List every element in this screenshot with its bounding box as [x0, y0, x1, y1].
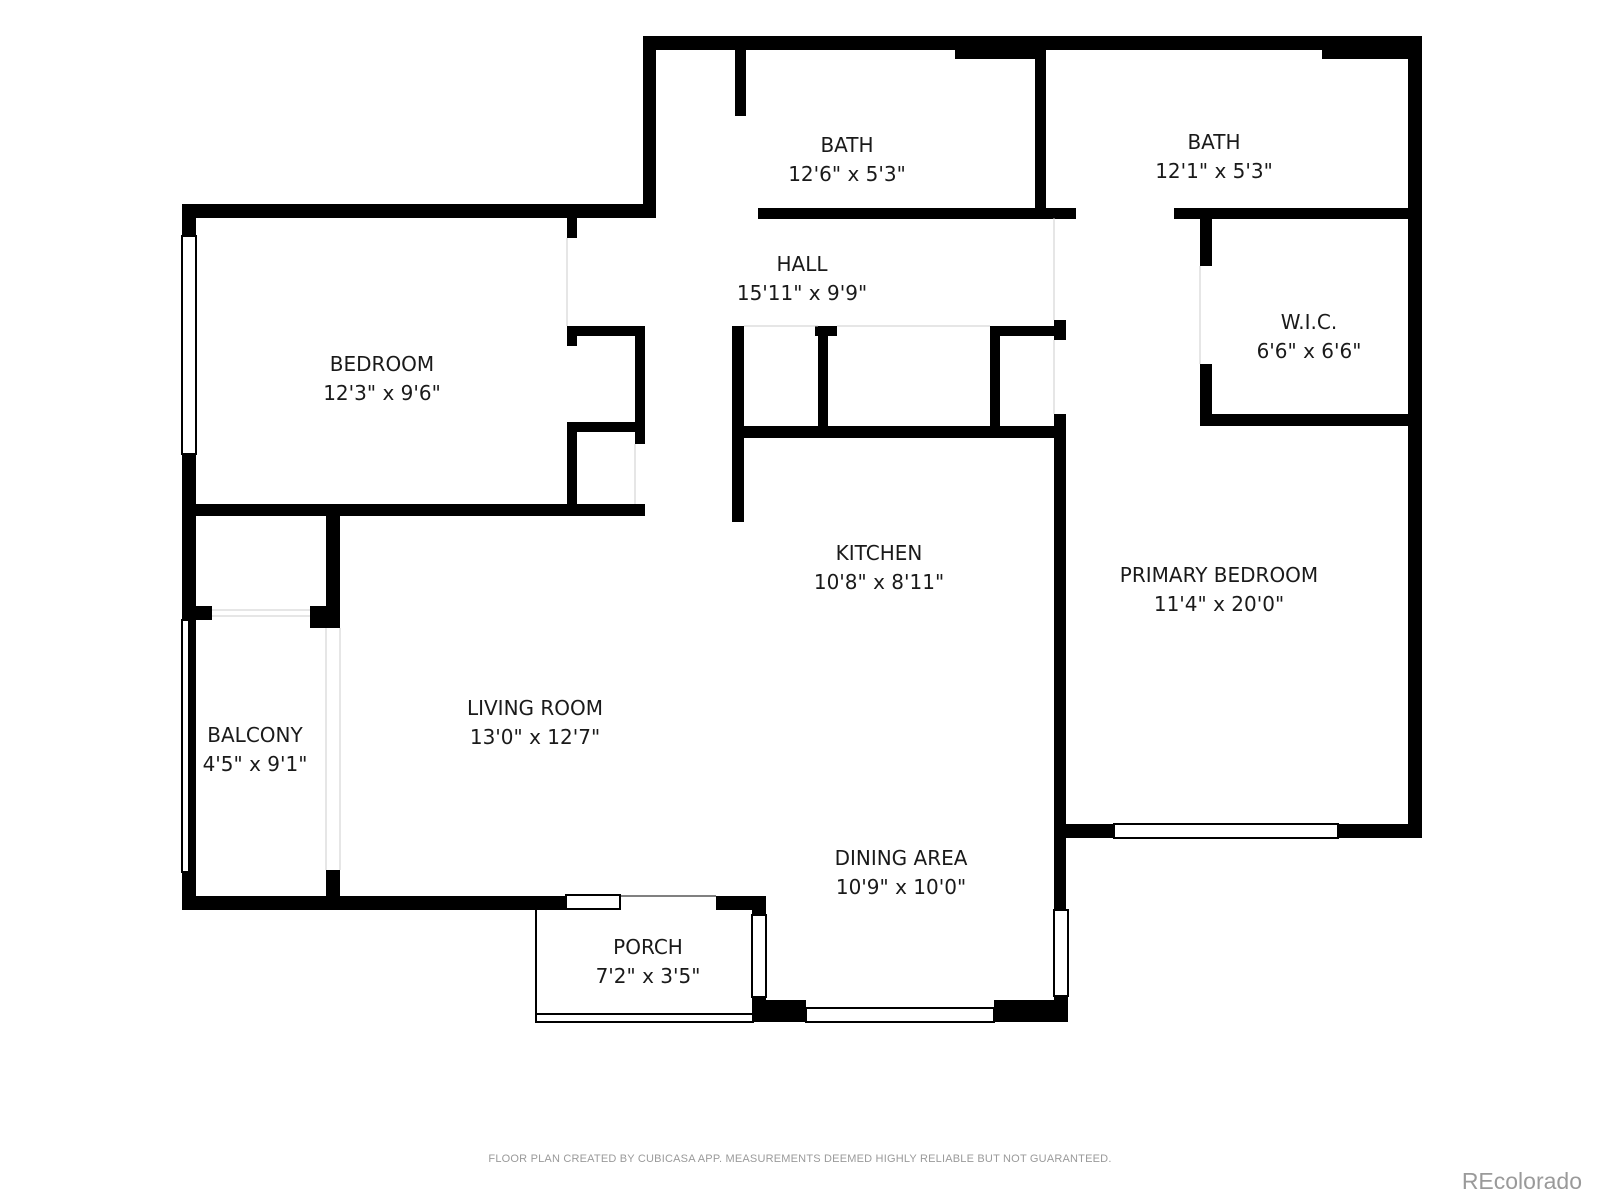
- wall: [1337, 824, 1422, 838]
- window: [1053, 909, 1069, 997]
- window: [1113, 823, 1339, 839]
- walls: [182, 36, 1422, 1022]
- wall: [1174, 208, 1411, 219]
- wall: [182, 204, 196, 238]
- wall: [1054, 414, 1066, 994]
- wall: [1035, 50, 1046, 213]
- wall: [732, 326, 744, 522]
- room-name: BATH: [820, 133, 874, 157]
- wall: [1054, 824, 1114, 838]
- room-name: BEDROOM: [329, 352, 435, 376]
- room-dimensions: 10'8" x 8'11": [813, 570, 945, 594]
- wall: [758, 208, 1076, 219]
- room-label-porch: PORCH 7'2" x 3'5": [596, 933, 701, 991]
- wall: [1054, 320, 1066, 340]
- room-label-wic: W.I.C. 6'6" x 6'6": [1257, 308, 1362, 366]
- room-label-primary-bedroom: PRIMARY BEDROOM 11'4" x 20'0": [1120, 561, 1318, 619]
- wall: [326, 504, 340, 626]
- wall: [1322, 48, 1412, 59]
- wall: [567, 422, 577, 516]
- room-label-kitchen: KITCHEN 10'8" x 8'11": [814, 539, 944, 597]
- room-label-bath-2: BATH 12'1" x 5'3": [1155, 128, 1273, 186]
- wall: [818, 326, 828, 434]
- wall: [990, 326, 1062, 336]
- wall: [1200, 218, 1212, 266]
- room-dimensions: 6'6" x 6'6": [1256, 339, 1362, 363]
- room-name: HALL: [776, 252, 828, 276]
- wall: [182, 204, 656, 218]
- openings: [212, 218, 1201, 870]
- window: [181, 619, 190, 873]
- wall: [643, 36, 1422, 50]
- wall: [815, 326, 837, 336]
- porch-outline: [535, 895, 754, 1023]
- room-dimensions: 10'9" x 10'0": [835, 875, 967, 899]
- wall: [567, 326, 645, 336]
- wall: [182, 606, 212, 620]
- wall: [182, 896, 566, 910]
- wall: [182, 504, 645, 516]
- room-name: KITCHEN: [835, 541, 923, 565]
- room-name: DINING AREA: [834, 846, 968, 870]
- wall: [567, 218, 577, 238]
- room-label-living-room: LIVING ROOM 13'0" x 12'7": [467, 694, 603, 752]
- window: [805, 1007, 995, 1023]
- room-name: PORCH: [613, 935, 683, 959]
- wall: [752, 896, 766, 918]
- room-name: LIVING ROOM: [466, 696, 604, 720]
- wall: [994, 1000, 1068, 1022]
- room-label-hall: HALL 15'11" x 9'9": [737, 250, 867, 308]
- window: [565, 894, 621, 910]
- wall: [732, 426, 1062, 438]
- room-name: BALCONY: [207, 723, 303, 747]
- wall: [955, 48, 1035, 59]
- room-dimensions: 4'5" x 9'1": [202, 752, 308, 776]
- room-dimensions: 7'2" x 3'5": [595, 964, 701, 988]
- room-label-bath-1: BATH 12'6" x 5'3": [788, 131, 906, 189]
- brand-watermark: REcolorado: [1461, 1168, 1582, 1194]
- wall: [1408, 36, 1422, 838]
- room-dimensions: 12'3" x 9'6": [323, 381, 441, 405]
- wall: [567, 422, 645, 432]
- wall: [643, 36, 656, 218]
- window: [751, 914, 767, 998]
- room-name: PRIMARY BEDROOM: [1119, 563, 1319, 587]
- wall: [735, 50, 746, 116]
- room-name: W.I.C.: [1280, 310, 1338, 334]
- room-label-balcony: BALCONY 4'5" x 9'1": [203, 721, 308, 779]
- windows: [181, 235, 1339, 1023]
- wall: [1200, 364, 1212, 426]
- room-dimensions: 15'11" x 9'9": [736, 281, 868, 305]
- room-label-bedroom: BEDROOM 12'3" x 9'6": [323, 350, 441, 408]
- wall: [1054, 994, 1068, 1022]
- wall: [1200, 414, 1412, 426]
- wall: [635, 326, 645, 444]
- room-name: BATH: [1187, 130, 1241, 154]
- room-dimensions: 13'0" x 12'7": [469, 725, 601, 749]
- wall: [752, 1000, 806, 1022]
- room-dimensions: 12'1" x 5'3": [1155, 159, 1273, 183]
- disclaimer-note: FLOOR PLAN CREATED BY CUBICASA APP. MEAS…: [488, 1153, 1112, 1165]
- room-dimensions: 11'4" x 20'0": [1153, 592, 1285, 616]
- room-label-dining-area: DINING AREA 10'9" x 10'0": [835, 844, 968, 902]
- room-dimensions: 12'6" x 5'3": [788, 162, 906, 186]
- window: [181, 235, 197, 455]
- wall: [990, 326, 1000, 434]
